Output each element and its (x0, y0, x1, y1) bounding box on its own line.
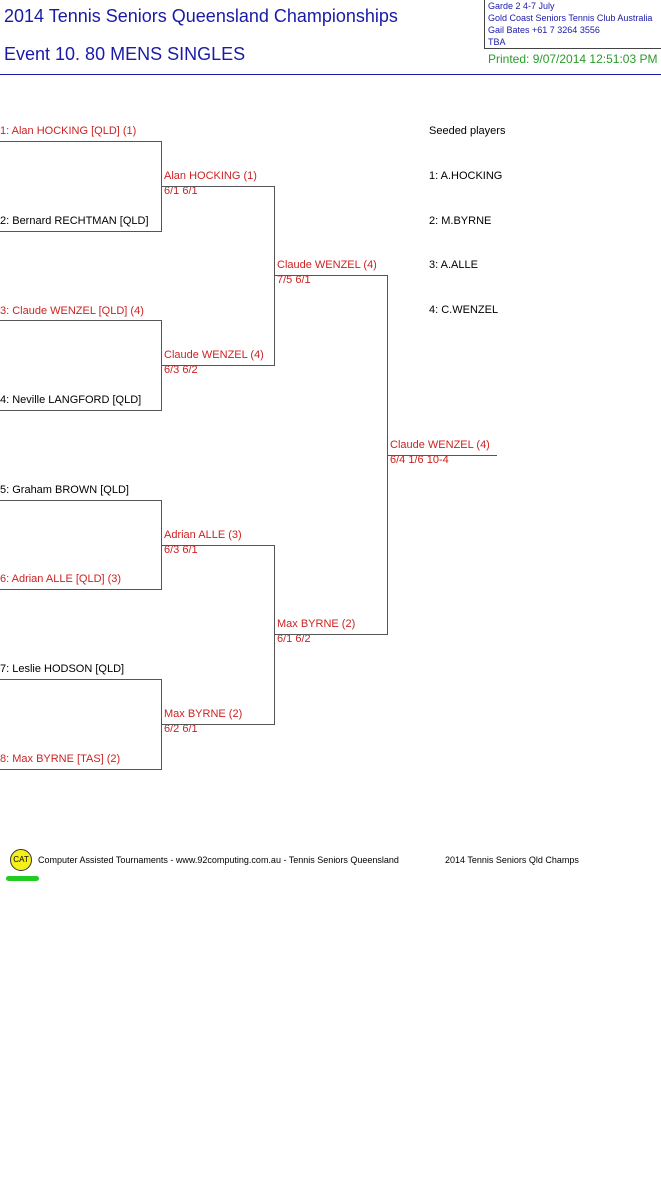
bracket-line (0, 141, 161, 142)
final-score: 6/4 1/6 10-4 (390, 454, 449, 466)
draw-player-3: 3: Claude WENZEL [QLD] (4) (0, 305, 144, 317)
semi-score-2: 6/1 6/2 (277, 633, 311, 645)
bracket-line (274, 275, 387, 276)
logo-underline (6, 876, 39, 881)
bracket-line (161, 724, 274, 725)
bracket-line (0, 679, 161, 680)
bracket-line (274, 186, 275, 366)
draw-player-5: 5: Graham BROWN [QLD] (0, 484, 129, 496)
footer-credit: Computer Assisted Tournaments - www.92co… (38, 855, 399, 865)
semi-winner-1: Claude WENZEL (4) (277, 259, 377, 271)
round2-score-2: 6/3 6/2 (164, 364, 198, 376)
round2-score-3: 6/3 6/1 (164, 544, 198, 556)
bracket-line (0, 320, 161, 321)
seeds-heading: Seeded players (429, 125, 506, 137)
bracket-line (0, 410, 161, 411)
draw-player-6: 6: Adrian ALLE [QLD] (3) (0, 573, 122, 585)
semi-score-1: 7/5 6/1 (277, 274, 311, 286)
semi-winner-2: Max BYRNE (2) (277, 618, 356, 630)
round2-winner-3: Adrian ALLE (3) (164, 529, 242, 541)
info-line-tba: TBA (488, 37, 506, 47)
round2-score-4: 6/2 6/1 (164, 723, 198, 735)
round2-winner-4: Max BYRNE (2) (164, 708, 243, 720)
info-box (484, 0, 661, 49)
bracket-line (0, 589, 161, 590)
bracket-line (0, 231, 161, 232)
bracket-line (0, 769, 161, 770)
round2-winner-2: Claude WENZEL (4) (164, 349, 264, 361)
draw-player-1: 1: Alan HOCKING [QLD] (1) (0, 125, 137, 137)
draw-player-4: 4: Neville LANGFORD [QLD] (0, 394, 142, 406)
bracket-line (161, 186, 274, 187)
seed-item-2: 2: M.BYRNE (429, 215, 492, 227)
champion-name: Claude WENZEL (4) (390, 439, 490, 451)
round2-winner-1: Alan HOCKING (1) (164, 170, 257, 182)
printed-timestamp: Printed: 9/07/2014 12:51:03 PM (488, 52, 658, 66)
round2-score-1: 6/1 6/1 (164, 185, 198, 197)
page-title: 2014 Tennis Seniors Queensland Champions… (4, 6, 398, 26)
info-line-club: Gold Coast Seniors Tennis Club Australia (488, 13, 653, 23)
event-title: Event 10. 80 MENS SINGLES (4, 44, 246, 64)
draw-player-7: 7: Leslie HODSON [QLD] (0, 663, 125, 675)
seed-item-4: 4: C.WENZEL (429, 304, 499, 316)
info-line-venue-dates: Garde 2 4-7 July (488, 1, 555, 11)
bracket-line (161, 545, 274, 546)
cat-logo-icon: CAT (10, 849, 32, 871)
seed-item-1: 1: A.HOCKING (429, 170, 503, 182)
draw-player-2: 2: Bernard RECHTMAN [QLD] (0, 215, 149, 227)
bracket-line (387, 455, 497, 456)
header-divider (0, 74, 661, 75)
draw-player-8: 8: Max BYRNE [TAS] (2) (0, 753, 121, 765)
footer-tournament: 2014 Tennis Seniors Qld Champs (445, 855, 579, 865)
info-line-contact: Gail Bates +61 7 3264 3556 (488, 25, 600, 35)
bracket-line (161, 365, 274, 366)
bracket-line (0, 500, 161, 501)
seed-item-3: 3: A.ALLE (429, 259, 478, 271)
bracket-line (274, 545, 275, 725)
bracket-line (274, 634, 387, 635)
